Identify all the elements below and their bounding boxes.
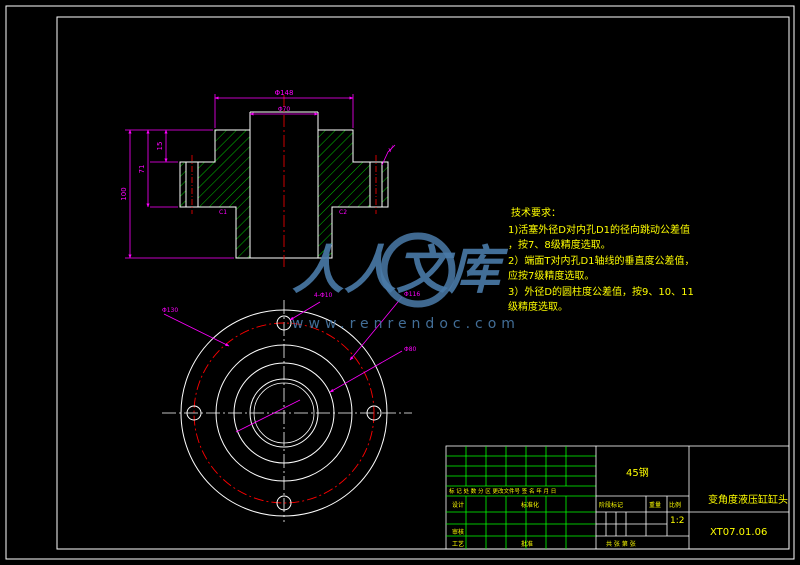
tb-stage-mark: 阶段标记 bbox=[599, 502, 624, 509]
dim-top-width: Φ148 bbox=[275, 89, 294, 97]
tech-requirements: 技术要求： 1)活塞外径D对内孔D1的径向跳动公差值 ，按7、8级精度选取。 2… bbox=[508, 206, 723, 316]
dim-total-height: 100 bbox=[120, 187, 128, 200]
tech-line: 级精度选取。 bbox=[508, 302, 568, 313]
outer-circle bbox=[180, 309, 388, 517]
dim-bore: Φ70 bbox=[278, 106, 291, 113]
dim-chamfer-right: C2 bbox=[339, 209, 347, 216]
tb-process: 工艺 bbox=[452, 541, 465, 548]
tb-drawing-name: 变角度液压缸缸头 bbox=[708, 495, 788, 506]
bolt-hole bbox=[186, 405, 202, 421]
dim-outer-dia: Φ80 bbox=[404, 346, 417, 353]
tech-line: ，按7、8级精度选取。 bbox=[508, 240, 611, 251]
section-view: Φ148 Φ70 100 71 15 C1 C2 √ bbox=[120, 89, 396, 270]
tb-scale-header: 比例 bbox=[669, 502, 682, 509]
bolt-hole bbox=[366, 405, 382, 421]
tb-scale: 1:2 bbox=[670, 516, 685, 526]
tech-line: 1)活塞外径D对内孔D1的径向跳动公差值 bbox=[508, 224, 691, 236]
inner-frame bbox=[56, 16, 790, 550]
plan-view: Φ130 4-Φ10 Φ116 Φ80 bbox=[162, 291, 420, 522]
tb-sheets: 共 张 第 张 bbox=[606, 541, 636, 548]
tb-drawing-number: XT07.01.06 bbox=[710, 527, 768, 538]
dim-flange-thk: 15 bbox=[156, 142, 164, 151]
tb-design: 设计 bbox=[452, 502, 465, 509]
dim-step-height: 71 bbox=[138, 165, 146, 174]
tech-line: 应按7级精度选取。 bbox=[508, 271, 595, 282]
dim-chamfer-left: C1 bbox=[219, 209, 227, 216]
tb-header-row: 标 记 处 数 分 区 更改文件号 签 名 年 月 日 bbox=[449, 489, 557, 495]
dim-bolt-circle: Φ130 bbox=[162, 307, 178, 314]
tb-material: 45钢 bbox=[626, 468, 649, 479]
dim-hole-spec: 4-Φ10 bbox=[314, 292, 333, 299]
tb-weight: 重量 bbox=[649, 502, 662, 509]
tech-line: 2）端面T对内孔D1轴线的垂直度公差值， bbox=[508, 255, 695, 267]
tech-line: 3）外径D的圆柱度公差值，按9、10、11 bbox=[508, 286, 694, 298]
bolt-circle bbox=[193, 322, 375, 504]
title-block-grid bbox=[445, 445, 790, 550]
tech-title: 技术要求： bbox=[511, 208, 561, 219]
tb-review: 审核 bbox=[452, 529, 465, 536]
roughness-symbol: √ bbox=[388, 145, 394, 154]
bolt-hole bbox=[276, 495, 292, 511]
tb-approve: 批准 bbox=[521, 541, 534, 548]
bolt-hole bbox=[276, 315, 292, 331]
outer-frame bbox=[5, 5, 795, 560]
dim-inner-dia: Φ116 bbox=[404, 291, 420, 298]
tb-standardize: 标准化 bbox=[521, 502, 540, 509]
